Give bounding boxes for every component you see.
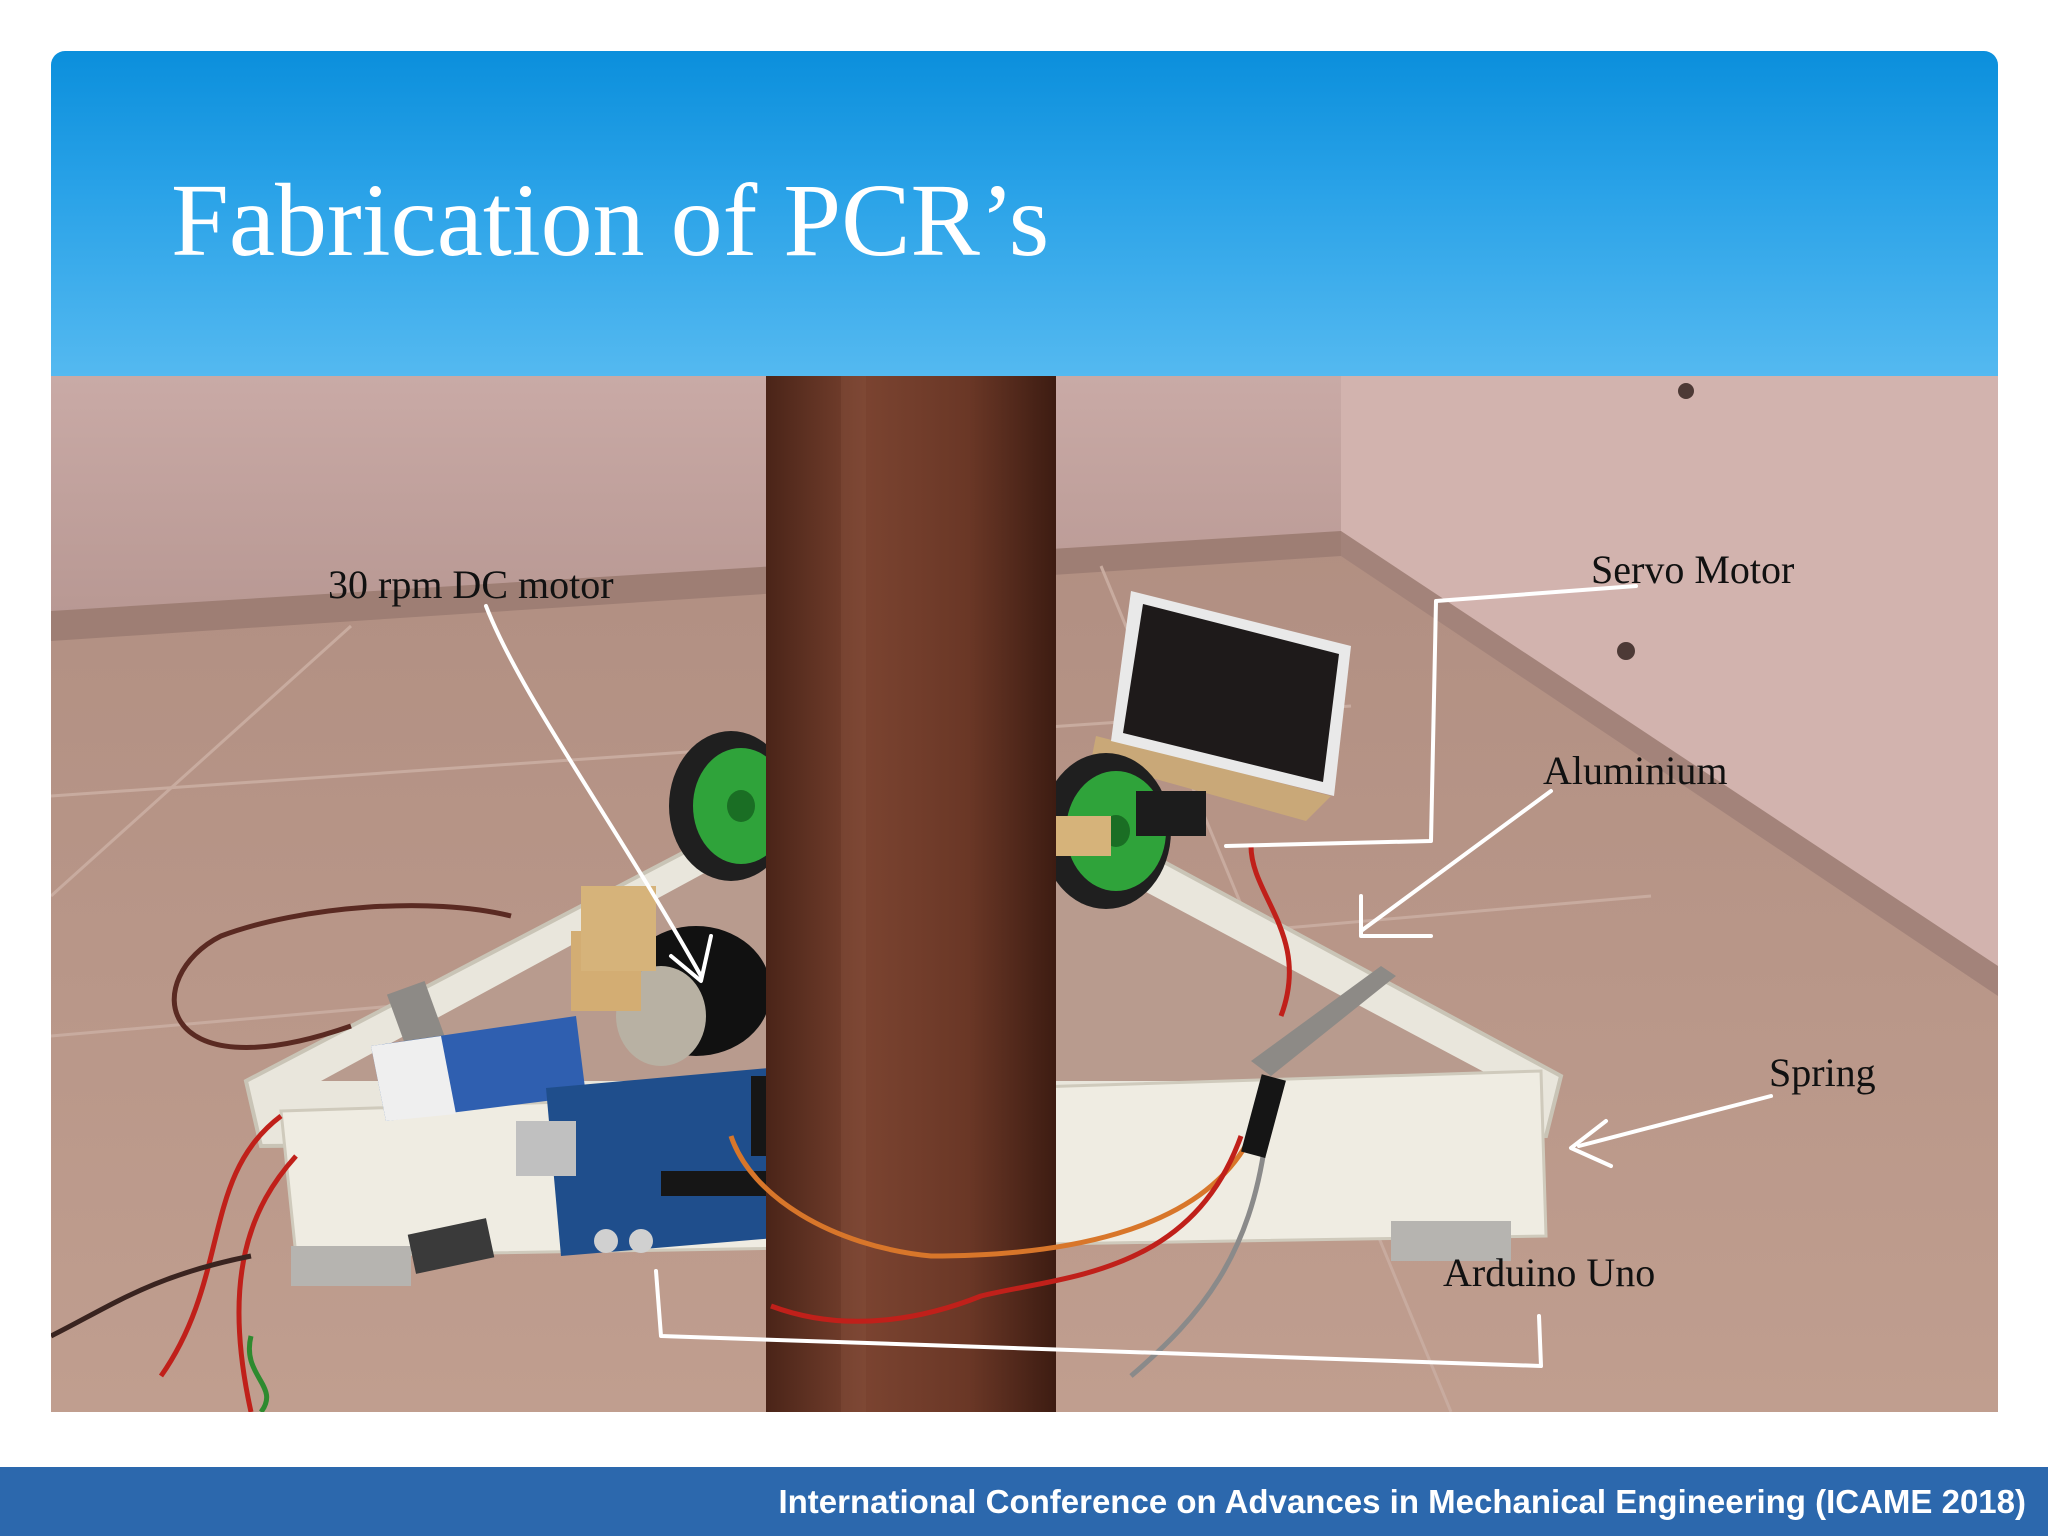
skirting-right (1341, 531, 1998, 996)
callout-servo-motor: Servo Motor (1591, 547, 1794, 592)
phone-on-stand (1091, 591, 1351, 821)
footer-bar: International Conference on Advances in … (0, 1467, 2048, 1536)
wall-hole (1678, 383, 1694, 399)
slide-title: Fabrication of PCR’s (171, 163, 1050, 278)
wooden-block (1051, 816, 1111, 856)
wall-hole (1617, 642, 1635, 660)
callout-aluminium: Aluminium (1543, 748, 1727, 793)
callout-dc-motor: 30 rpm DC motor (328, 562, 614, 607)
side-wall (1341, 376, 1998, 976)
wooden-pole (766, 376, 1056, 1412)
annotation-pointers (484, 584, 1773, 1368)
slide-header: Fabrication of PCR’s (51, 51, 1998, 376)
servo-motor (1136, 791, 1206, 836)
battery (371, 1016, 586, 1121)
connector (407, 1218, 495, 1274)
callout-spring: Spring (1769, 1050, 1876, 1095)
wheel (669, 731, 793, 881)
wooden-block (581, 886, 656, 971)
callout-arduino-uno: Arduino Uno (1443, 1250, 1655, 1295)
robot-photo-illustration: 30 rpm DC motor Servo Motor Aluminium Sp… (51, 376, 1998, 1412)
connector (1241, 1074, 1286, 1159)
footer-conference-name: International Conference on Advances in … (778, 1483, 2026, 1520)
robot-photo: 30 rpm DC motor Servo Motor Aluminium Sp… (51, 376, 1998, 1412)
wires (51, 845, 1292, 1412)
